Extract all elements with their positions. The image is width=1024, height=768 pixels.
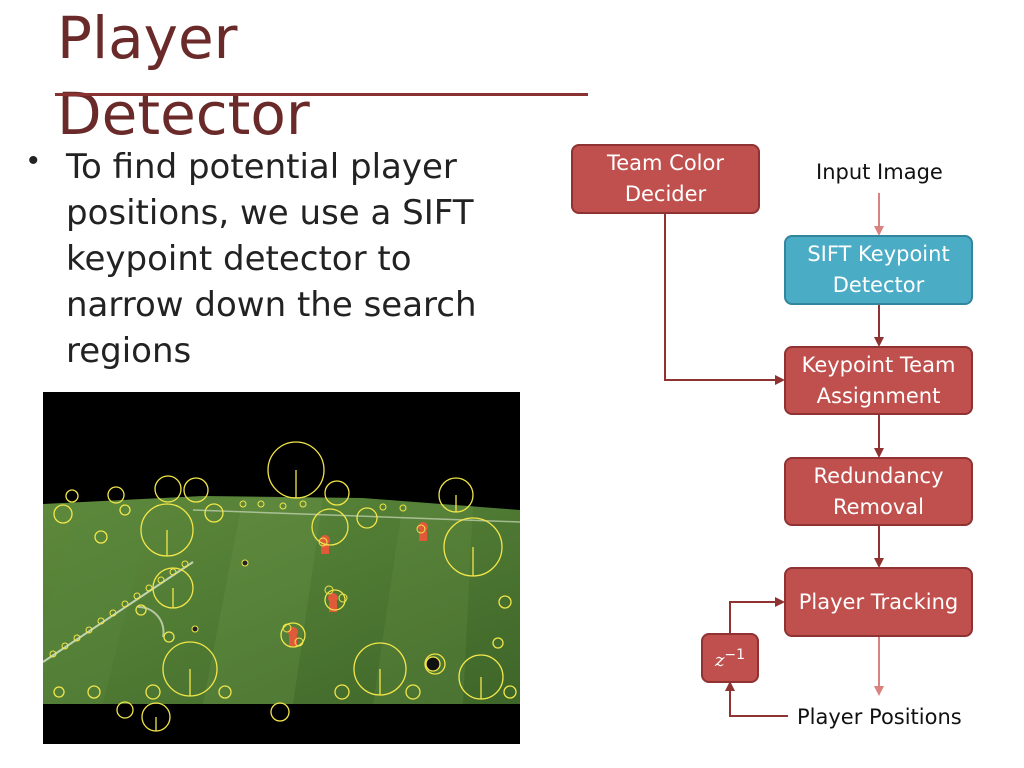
slide-title-line2: Detector: [57, 80, 310, 148]
bullet-text: To find potential player positions, we u…: [66, 147, 477, 371]
sift-keypoint-detector-box: SIFT Keypoint Detector: [784, 235, 973, 305]
team-color-decider-box: Team Color Decider: [571, 144, 760, 214]
arrow-delay-to-tracking: [729, 597, 785, 633]
assignment-line1: Keypoint Team: [801, 352, 956, 377]
assignment-line2: Assignment: [816, 383, 941, 408]
redundancy-line1: Redundancy: [813, 463, 944, 488]
player-tracking-label: Player Tracking: [798, 589, 959, 614]
team-color-decider-line2: Decider: [624, 182, 707, 206]
redundancy-line2: Removal: [832, 494, 924, 519]
title-underline: [55, 93, 588, 96]
delay-exponent: −1: [724, 647, 746, 663]
keypoint-team-assignment-box: Keypoint Team Assignment: [784, 346, 973, 415]
bullet-dot-icon: •: [28, 144, 39, 177]
arrow-decider-to-assignment: [664, 214, 785, 385]
slide-title-line1: Player: [57, 4, 238, 72]
delay-box: z−1: [701, 633, 759, 683]
team-color-decider-line1: Team Color: [606, 151, 724, 175]
player-tracking-box: Player Tracking: [784, 567, 973, 637]
arrow-positions-to-delay: [725, 681, 788, 717]
sift-line1: SIFT Keypoint: [807, 242, 950, 266]
sift-line2: Detector: [832, 273, 925, 297]
player-positions-label: Player Positions: [797, 705, 962, 729]
slide-title: Player Detector: [57, 0, 477, 152]
sift-keypoints-photo: [43, 392, 520, 744]
redundancy-removal-box: Redundancy Removal: [784, 457, 973, 526]
input-image-label: Input Image: [816, 160, 943, 184]
delay-base: z: [714, 650, 725, 671]
